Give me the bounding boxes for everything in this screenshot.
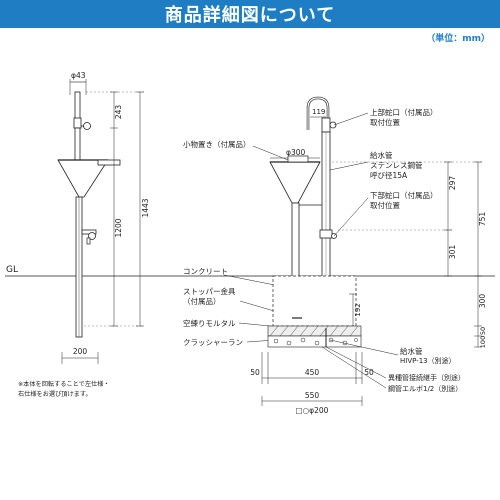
label-upper-faucet: 上部蛇口（付属品）: [370, 107, 438, 117]
note-line-2: 右仕様をお選び頂けます。: [18, 390, 92, 398]
label-tray: 小物置き（付属品）: [183, 139, 251, 149]
dim-phi300: φ300: [286, 148, 305, 157]
right-basin: [269, 161, 321, 204]
label-hivp-supply: 給水管: [400, 346, 423, 356]
dim-192: 192: [354, 303, 362, 316]
dim-phi43: φ43: [71, 71, 86, 80]
label-concrete: コンクリート: [183, 267, 228, 276]
unit-note: （単位：mm）: [426, 34, 490, 44]
left-basin: [57, 159, 109, 198]
upper-valve-icon: [83, 122, 91, 130]
right-tray: [287, 155, 309, 163]
dim-450: 450: [305, 368, 320, 377]
label-joint: 異種管接続継手（別途）: [388, 373, 465, 382]
dim-1200: 1200: [114, 218, 123, 237]
dim-550: 550: [305, 391, 320, 400]
label-nominal-15a: 呼び径15A: [370, 170, 408, 180]
dim-751: 751: [478, 212, 487, 227]
upper-faucet-icon: [329, 121, 337, 129]
dim-119: 119: [312, 108, 325, 116]
dim-1443: 1443: [141, 198, 150, 217]
dim-297: 297: [448, 176, 457, 191]
label-lower-faucet-position: 取付位置: [370, 200, 400, 210]
label-mortar: 空練りモルタル: [183, 318, 236, 328]
label-hivp-13: HIVP-13（別途）: [400, 356, 456, 365]
label-crusher-run: クラッシャーラン: [183, 338, 243, 347]
left-view: φ43 243 1200 1443: [18, 71, 150, 398]
concrete-block: [272, 275, 357, 327]
dim-200-square: □○φ200: [296, 406, 329, 415]
label-stainless-pipe: ステンレス鋼管: [370, 160, 423, 170]
dim-50-right: 50: [364, 368, 374, 377]
dim-50-vertical: 50: [479, 327, 487, 335]
dim-301: 301: [448, 245, 457, 260]
dim-300: 300: [478, 294, 487, 309]
label-upper-faucet-position: 取付位置: [370, 117, 400, 127]
dim-100: 100: [479, 336, 487, 348]
dim-243: 243: [114, 105, 123, 120]
crusher-run-layer: [267, 335, 362, 348]
note-line-1: ※本体を回転することで左仕様・: [18, 380, 110, 388]
label-supply-pipe: 給水管: [370, 150, 393, 160]
dim-200: 200: [73, 347, 88, 356]
right-view: 小物置き（付属品） コンクリート ストッパー金具 （付属品） 空練りモルタル ク…: [183, 96, 487, 415]
page-title: 商品詳細図について: [164, 5, 336, 26]
label-lower-faucet: 下部蛇口（付属品）: [370, 190, 438, 200]
title-banner: 商品詳細図について: [0, 0, 500, 28]
label-stopper: ストッパー金具: [183, 286, 236, 296]
left-tray: [97, 159, 121, 166]
gl-label: GL: [6, 265, 18, 275]
label-stopper-accessory: （付属品）: [183, 296, 221, 306]
dim-50-left: 50: [250, 368, 260, 377]
label-elbow: 鋼管エルボ1/2（別途）: [388, 384, 462, 393]
